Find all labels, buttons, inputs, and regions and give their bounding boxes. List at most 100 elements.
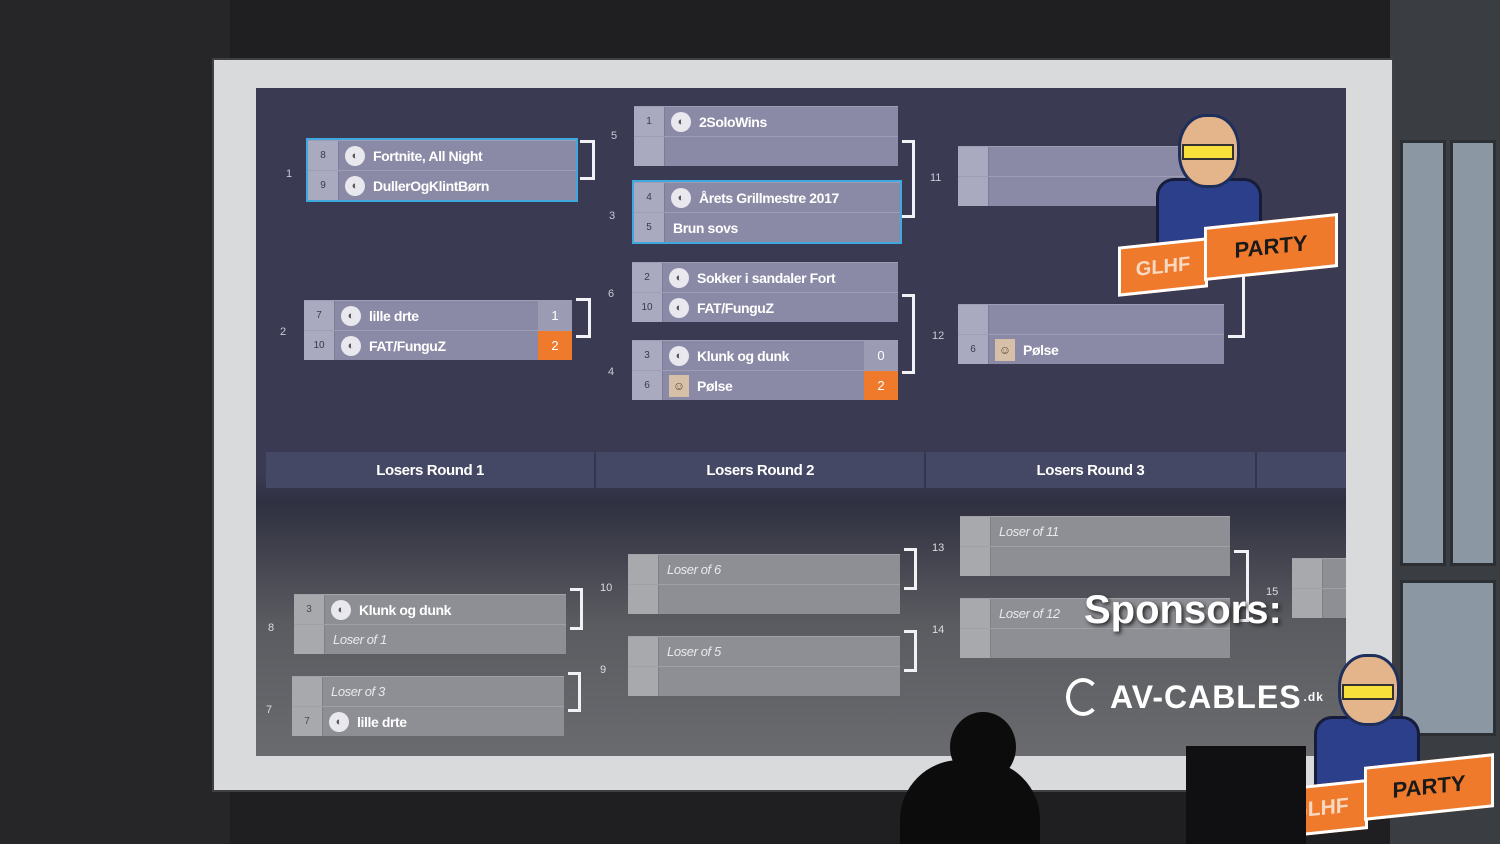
match-1[interactable]: 8◐Fortnite, All Night 9◐DullerOgKlintBør…: [306, 138, 578, 202]
player-name: Pølse: [697, 377, 733, 394]
room-wall-left: [0, 0, 230, 844]
slot[interactable]: [958, 146, 1198, 176]
player-name: Klunk og dunk: [359, 601, 452, 618]
seed: 7: [292, 707, 323, 736]
sponsor-logo-text: AV-CABLES: [1110, 678, 1302, 715]
slot[interactable]: 7◐lille drte: [292, 706, 564, 736]
player-name: FAT/FunguZ: [369, 337, 446, 354]
bracket-connector: [902, 140, 915, 218]
match-8[interactable]: 3◐Klunk og dunk Loser of 1: [294, 594, 566, 654]
slot[interactable]: 8◐Fortnite, All Night: [308, 140, 576, 170]
slot[interactable]: 9◐DullerOgKlintBørn: [308, 170, 576, 200]
seed: 8: [308, 141, 339, 170]
sponsors-title: Sponsors:: [1084, 588, 1282, 632]
match-number: 11: [930, 172, 942, 184]
player-name: Fortnite, All Night: [373, 147, 483, 164]
slot[interactable]: 6 ☺ Pølse: [958, 334, 1224, 364]
match-number: 14: [932, 624, 945, 636]
slot[interactable]: [1292, 558, 1346, 588]
seed: [294, 625, 325, 654]
match-5[interactable]: 1◐2SoloWins: [634, 106, 898, 166]
seed: [960, 547, 991, 576]
seed: [628, 585, 659, 614]
seed: 3: [632, 341, 663, 370]
monitor-silhouette: [1186, 746, 1306, 844]
match-number: 7: [266, 704, 273, 716]
seed: [1292, 559, 1323, 588]
match-number: 12: [932, 330, 945, 342]
sponsor-logo: AV-CABLES .dk: [1066, 678, 1324, 716]
match-12[interactable]: 6 ☺ Pølse: [958, 304, 1224, 364]
match-10[interactable]: Loser of 6: [628, 554, 900, 614]
team-icon: ◐: [329, 711, 349, 732]
slot[interactable]: Loser of 5: [628, 636, 900, 666]
bracket-connector: [576, 298, 591, 338]
avatar-icon: ☺: [995, 338, 1015, 361]
player-name: Pølse: [1023, 341, 1059, 358]
match-7[interactable]: Loser of 3 7◐lille drte: [292, 676, 564, 736]
match-number: 15: [1266, 586, 1279, 598]
slot[interactable]: [1292, 588, 1346, 618]
player-name: DullerOgKlintBørn: [373, 177, 490, 194]
match-number: 8: [268, 622, 275, 634]
match-15[interactable]: [1292, 558, 1346, 618]
match-9[interactable]: Loser of 5: [628, 636, 900, 696]
tournament-bracket: 8◐Fortnite, All Night 9◐DullerOgKlintBør…: [256, 88, 1346, 756]
slot[interactable]: 4◐Årets Grillmestre 2017: [634, 182, 900, 212]
slot[interactable]: 1◐2SoloWins: [634, 106, 898, 136]
round-label: Losers Round 3: [926, 452, 1257, 488]
team-icon: ◐: [331, 599, 351, 620]
match-number: 10: [600, 582, 613, 594]
match-13[interactable]: Loser of 11: [960, 516, 1230, 576]
slot[interactable]: Loser of 11: [960, 516, 1230, 546]
player-name: 2SoloWins: [699, 113, 767, 130]
slot[interactable]: [628, 666, 900, 696]
seed: [634, 137, 665, 166]
slot[interactable]: 2◐Sokker i sandaler Fort: [632, 262, 898, 292]
slot[interactable]: Loser of 6: [628, 554, 900, 584]
bracket-connector: [568, 672, 581, 712]
seed: [292, 677, 323, 706]
seed: 6: [958, 335, 989, 364]
seed: [628, 555, 659, 584]
slot[interactable]: [960, 546, 1230, 576]
slot[interactable]: [960, 628, 1230, 658]
losers-round-header: Losers Round 1 Losers Round 2 Losers Rou…: [266, 452, 1346, 488]
seed: [958, 305, 989, 334]
match-number: 3: [609, 210, 616, 222]
seed: 4: [634, 183, 665, 212]
seed: 6: [632, 371, 663, 400]
brand-banner-left: GLHF: [1118, 237, 1208, 297]
room-window-right: [1390, 0, 1500, 844]
slot[interactable]: Loser of 3: [292, 676, 564, 706]
slot[interactable]: Loser of 1: [294, 624, 566, 654]
seed: 10: [632, 293, 663, 322]
slot[interactable]: [628, 584, 900, 614]
seed: 7: [304, 301, 335, 330]
bracket-connector: [580, 140, 595, 180]
team-icon: ◐: [345, 175, 365, 196]
match-6[interactable]: 2◐Sokker i sandaler Fort 10◐FAT/FunguZ: [632, 262, 898, 322]
player-name: Brun sovs: [673, 219, 738, 236]
slot[interactable]: [958, 304, 1224, 334]
glhf-party-logo-overlay: GLHF PARTY: [1266, 646, 1496, 840]
team-icon: ◐: [669, 345, 689, 366]
slot[interactable]: [634, 136, 898, 166]
slot[interactable]: Loser of 12: [960, 598, 1230, 628]
score: 0: [864, 341, 898, 370]
match-14[interactable]: Loser of 12: [960, 598, 1230, 658]
player-name: lille drte: [369, 307, 419, 324]
seed: [958, 177, 989, 206]
slot[interactable]: 10◐FAT/FunguZ: [632, 292, 898, 322]
slot[interactable]: 3◐Klunk og dunk: [294, 594, 566, 624]
glhf-party-logo-screen: GLHF PARTY: [1116, 108, 1346, 298]
team-icon: ◐: [669, 267, 689, 288]
